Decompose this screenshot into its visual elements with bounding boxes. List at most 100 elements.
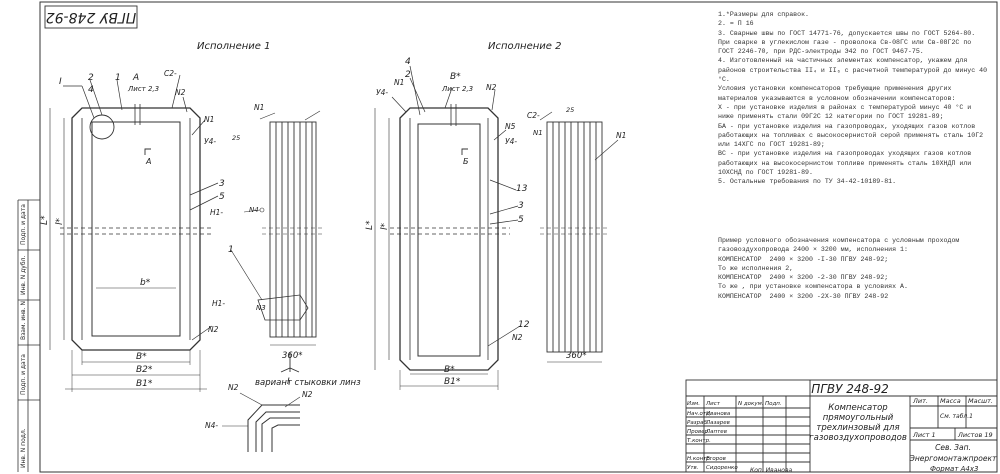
sig-role: Провер. — [687, 429, 710, 435]
stamp-sheets: Листов 19 — [957, 431, 993, 439]
label-v2-l: l* — [380, 222, 390, 230]
label-N1b: N1 — [254, 103, 264, 112]
joint-label-N4: N4- — [205, 421, 218, 430]
sig-name: Лазарев — [705, 420, 730, 426]
joint-title: вариант стыковки линз — [255, 378, 361, 388]
stamp-code: ПГВУ 248-92 — [811, 382, 889, 396]
stamp-mass-value: См. табл.1 — [940, 413, 973, 420]
note-line: Условия установки компенсаторов требующи… — [718, 85, 956, 102]
label-v2-N1c: N1 — [616, 131, 626, 140]
note-line: 1.*Размеры для справок. — [718, 11, 810, 18]
label-sheet-ref: Лист 2,3 — [127, 85, 159, 93]
view2-frame — [374, 65, 521, 390]
label-v2-item4: 4 — [405, 57, 411, 67]
label-B2: B2* — [136, 365, 153, 375]
label-B1: B1* — [136, 379, 153, 389]
stamp-format: Формат А4х3 — [930, 465, 978, 473]
label-v2-N1: N1 — [394, 78, 404, 87]
label-v2-c2: С2- — [527, 111, 540, 120]
designation-example: Пример условного обозначения компенсатор… — [718, 236, 988, 301]
view1-lens-elevation — [230, 110, 322, 373]
stamp-mass-header: Масса — [940, 397, 961, 405]
label-weld: У4- — [204, 137, 216, 146]
joint-label-N2a: N2 — [228, 383, 239, 392]
note-line: ВС - при установке изделия на газопровод… — [718, 150, 976, 177]
note-line: БА - при установке изделия на газопровод… — [718, 122, 988, 149]
label-v2-N2b: N2 — [512, 333, 523, 342]
label-v2-item3: 3 — [518, 201, 524, 211]
sig-name: Иванова — [706, 411, 731, 417]
stamp-title-2: прямоугольный — [823, 413, 894, 423]
code-box — [44, 5, 138, 29]
side-strip-label: Инв. N подл. — [20, 428, 27, 468]
label-v2-weld: У4- — [376, 88, 388, 97]
label-v2-N5: N5 — [505, 122, 516, 131]
label-deg25: 25 — [232, 134, 240, 142]
joint-label-N2b: N2 — [302, 390, 313, 399]
note-line: 5. Остальные требования по ТУ 34-42-1018… — [718, 178, 897, 186]
stamp-scale-header: Масшт. — [968, 397, 993, 405]
label-v2-item5: 5 — [518, 215, 524, 225]
sig-name: Лист — [705, 401, 721, 407]
sig-role: Изм. — [687, 401, 700, 407]
label-A: A — [132, 73, 139, 83]
label-N1: N1 — [204, 115, 214, 124]
view1-title: Исполнение 1 — [197, 41, 270, 52]
note-line: 2. = П 16 — [718, 20, 754, 28]
sig-sign: N докум. — [738, 401, 764, 407]
label-v2-B: B* — [450, 72, 461, 82]
label-c2: С2- — [164, 69, 177, 78]
example-line: КОМПЕНСАТОР 2400 × 3200 -I-30 ПГВУ 248-9… — [718, 255, 889, 263]
label-v2-sheet: Лист 2,3 — [441, 85, 473, 93]
label-item2: 2 — [88, 73, 94, 83]
sig-date: Подп. — [765, 401, 782, 407]
example-line: То же , при установке компенсатора в усл… — [718, 283, 908, 291]
sig-name: Егоров — [706, 456, 726, 462]
label-v2-item13: 13 — [516, 184, 528, 194]
label-v2-weld2: У4- — [505, 137, 517, 146]
side-strip-label: Взам. инв. N — [20, 301, 27, 340]
label-360: 360* — [282, 351, 302, 361]
label-I: I — [59, 77, 62, 87]
label-L: L* — [40, 215, 50, 225]
note-line: 3. Сварные швы по ГОСТ 14771-76, допуска… — [718, 29, 980, 56]
stamp-sheet: Лист 1 — [912, 431, 936, 439]
side-strip-label: Инв. N дубл. — [20, 256, 27, 295]
sig-role: Нач.отд. — [687, 411, 712, 417]
sig-role: Разраб. — [687, 420, 709, 426]
view1-frame — [49, 74, 219, 392]
title-block — [685, 379, 998, 473]
label-v2-360: 360* — [566, 351, 586, 361]
label-A-section: A — [145, 157, 151, 166]
stamp-title-4: газовоздухопроводов — [809, 433, 907, 443]
label-item1: 1 — [115, 73, 121, 83]
example-line: КОМПЕНСАТОР 2400 × 3200 -2-30 ПГВУ 248-9… — [718, 274, 889, 282]
label-H1b: Н1- — [212, 299, 225, 308]
example-line: КОМПЕНСАТОР 2400 × 3200 -2Х-30 ПГВУ 248-… — [718, 292, 889, 300]
example-line: То же исполнения 2, — [718, 264, 794, 272]
view2-title: Исполнение 2 — [488, 41, 561, 52]
joint-detail — [222, 392, 301, 452]
label-b: b* — [140, 278, 151, 288]
note-line: 4. Изготовленный на частичных элементах … — [718, 57, 992, 84]
label-v2-B1: B1* — [444, 377, 461, 387]
side-strip-label: Подп. и дата — [20, 354, 27, 395]
label-item3: 3 — [219, 179, 225, 189]
label-N4: N4 — [249, 206, 259, 214]
sig-role: Утв. — [687, 465, 699, 471]
label-N3: N3 — [256, 304, 266, 312]
label-H1a: Н1- — [210, 208, 223, 217]
label-item1b: 1 — [228, 245, 234, 255]
side-strip — [17, 199, 40, 472]
label-item4: 4 — [88, 85, 94, 95]
label-N2: N2 — [175, 88, 186, 97]
stamp-title-3: трехлинзовый для — [816, 423, 899, 433]
label-v2-N2: N2 — [486, 83, 497, 92]
label-v2-deg25: 25 — [566, 106, 574, 114]
note-line: Х - при установке изделия в районах с те… — [718, 103, 976, 121]
sig-role: Т.контр. — [687, 438, 711, 444]
stamp-org-2: Энергомонтажпроект — [909, 454, 997, 463]
example-line: Пример условного обозначения компенсатор… — [718, 237, 964, 254]
label-item5: 5 — [219, 192, 225, 202]
